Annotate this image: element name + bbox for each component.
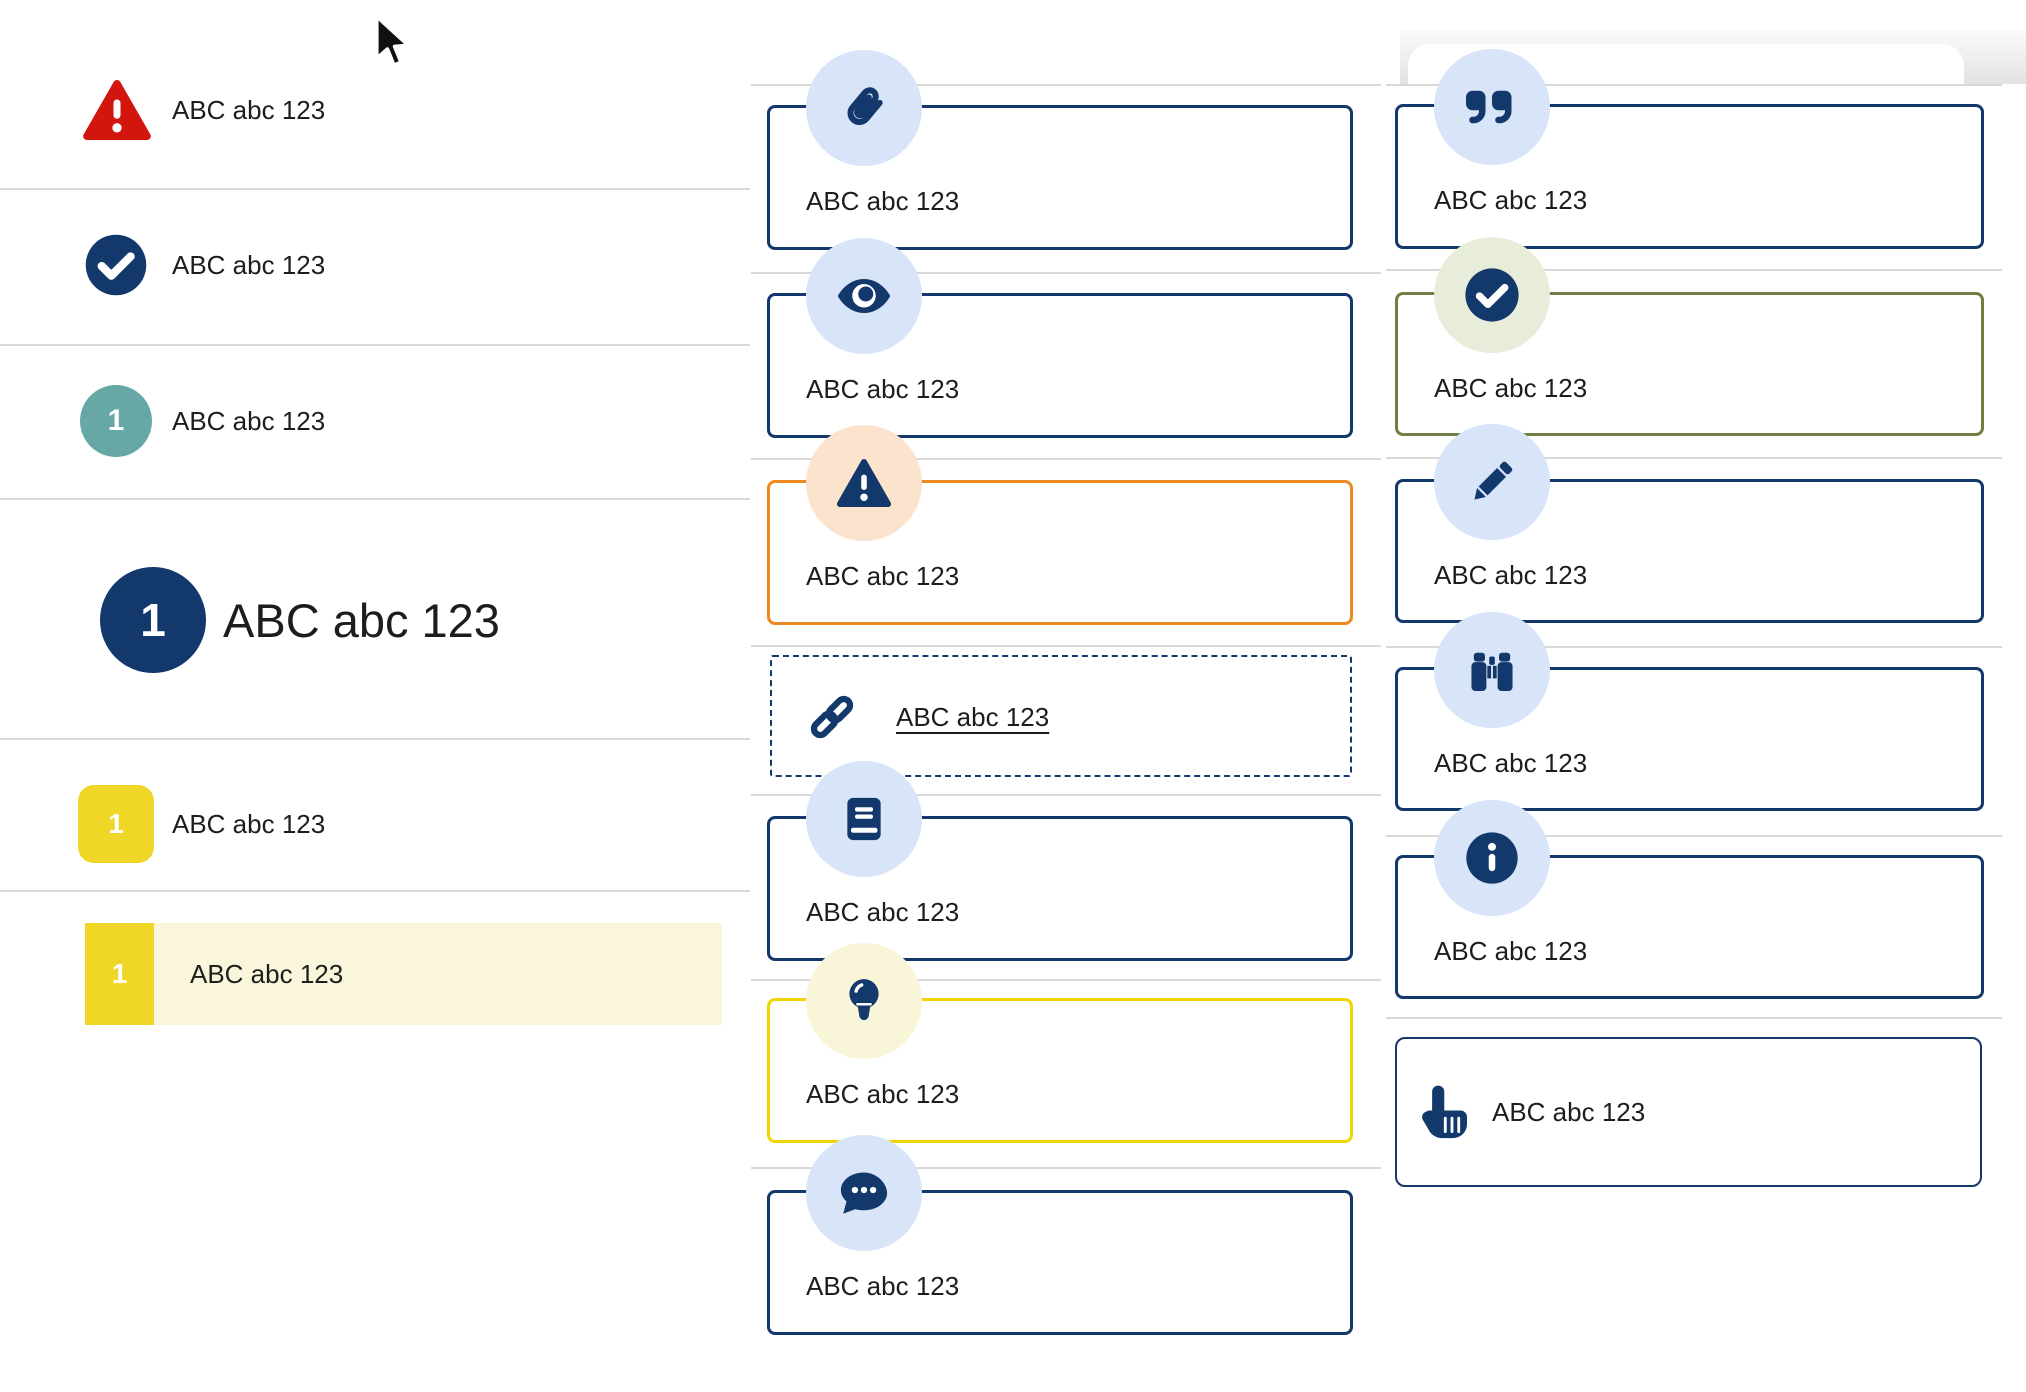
callout-card-quote: ABC abc 123 — [1395, 104, 1984, 249]
callout-card-tip: ABC abc 123 — [767, 998, 1353, 1143]
callout-card-glossary: ABC abc 123 — [767, 816, 1353, 961]
card-label: ABC abc 123 — [1434, 560, 1588, 590]
divider — [0, 738, 750, 740]
callout-card-success: ABC abc 123 — [1395, 292, 1984, 436]
triangle-exclamation-icon — [78, 75, 156, 145]
binoculars-icon — [1434, 612, 1550, 728]
divider — [751, 272, 1381, 274]
card-label: ABC abc 123 — [1434, 748, 1588, 778]
list-item-step-yellow: 1 ABC abc 123 — [0, 785, 750, 863]
list-item-step-heading: 1 ABC abc 123 — [0, 567, 750, 673]
divider — [751, 1167, 1381, 1169]
divider — [1386, 84, 2002, 86]
divider — [751, 645, 1381, 647]
number-badge: 1 — [100, 567, 206, 673]
divider — [751, 84, 1381, 86]
divider — [0, 188, 750, 190]
number-badge: 1 — [85, 923, 154, 1025]
hand-point-up-icon — [1413, 1081, 1475, 1143]
callout-card-attachment: ABC abc 123 — [767, 105, 1353, 250]
callout-card-comment: ABC abc 123 — [767, 1190, 1353, 1335]
divider — [0, 890, 750, 892]
card-label: ABC abc 123 — [1434, 936, 1588, 966]
number-badge: 1 — [80, 385, 152, 457]
lightbulb-icon — [806, 943, 922, 1059]
divider — [1386, 269, 2002, 271]
list-item-label: ABC abc 123 — [172, 94, 326, 125]
link-text[interactable]: ABC abc 123 — [896, 702, 1050, 732]
link-icon — [804, 689, 860, 745]
divider — [1386, 835, 2002, 837]
circle-check-icon — [1434, 237, 1550, 353]
callout-card-edit: ABC abc 123 — [1395, 479, 1984, 623]
action-card[interactable]: ABC abc 123 — [1395, 1037, 1982, 1187]
mouse-cursor — [369, 10, 415, 80]
card-label: ABC abc 123 — [1434, 185, 1588, 215]
card-label: ABC abc 123 — [1492, 1097, 1646, 1127]
divider — [0, 498, 750, 500]
book-icon — [806, 761, 922, 877]
card-label: ABC abc 123 — [806, 561, 960, 591]
pencil-icon — [1434, 424, 1550, 540]
divider — [1386, 1017, 2002, 1019]
comment-dots-icon — [806, 1135, 922, 1251]
link-card[interactable]: ABC abc 123 — [770, 655, 1352, 777]
card-label: ABC abc 123 — [1434, 373, 1588, 403]
divider — [751, 979, 1381, 981]
list-item-label: ABC abc 123 — [172, 249, 326, 280]
list-item-done: ABC abc 123 — [0, 232, 750, 298]
circle-check-icon — [83, 232, 149, 298]
divider — [0, 344, 750, 346]
divider — [751, 794, 1381, 796]
card-label: ABC abc 123 — [806, 897, 960, 927]
quote-right-icon — [1434, 49, 1550, 165]
row-highlight — [154, 923, 722, 1025]
list-item-label: ABC abc 123 — [190, 958, 344, 989]
divider — [1386, 457, 2002, 459]
list-item-step-teal: 1 ABC abc 123 — [0, 385, 750, 457]
triangle-exclamation-icon — [806, 425, 922, 541]
divider — [1386, 646, 2002, 648]
card-label: ABC abc 123 — [806, 186, 960, 216]
list-item-label: ABC abc 123 — [172, 405, 326, 436]
card-label: ABC abc 123 — [806, 1271, 960, 1301]
card-label: ABC abc 123 — [806, 374, 960, 404]
list-item-step-selected[interactable]: 1 ABC abc 123 — [0, 923, 750, 1025]
card-label: ABC abc 123 — [806, 1079, 960, 1109]
callout-card-warning: ABC abc 123 — [767, 480, 1353, 625]
callout-card-view: ABC abc 123 — [767, 293, 1353, 438]
section-heading: ABC abc 123 — [223, 593, 500, 647]
callout-card-outlook: ABC abc 123 — [1395, 667, 1984, 811]
number-badge: 1 — [78, 785, 154, 863]
circle-info-icon — [1434, 800, 1550, 916]
divider — [751, 458, 1381, 460]
paperclip-icon — [806, 50, 922, 166]
list-item-label: ABC abc 123 — [172, 808, 326, 839]
eye-icon — [806, 238, 922, 354]
list-item-alert: ABC abc 123 — [0, 75, 750, 145]
callout-card-info: ABC abc 123 — [1395, 855, 1984, 999]
